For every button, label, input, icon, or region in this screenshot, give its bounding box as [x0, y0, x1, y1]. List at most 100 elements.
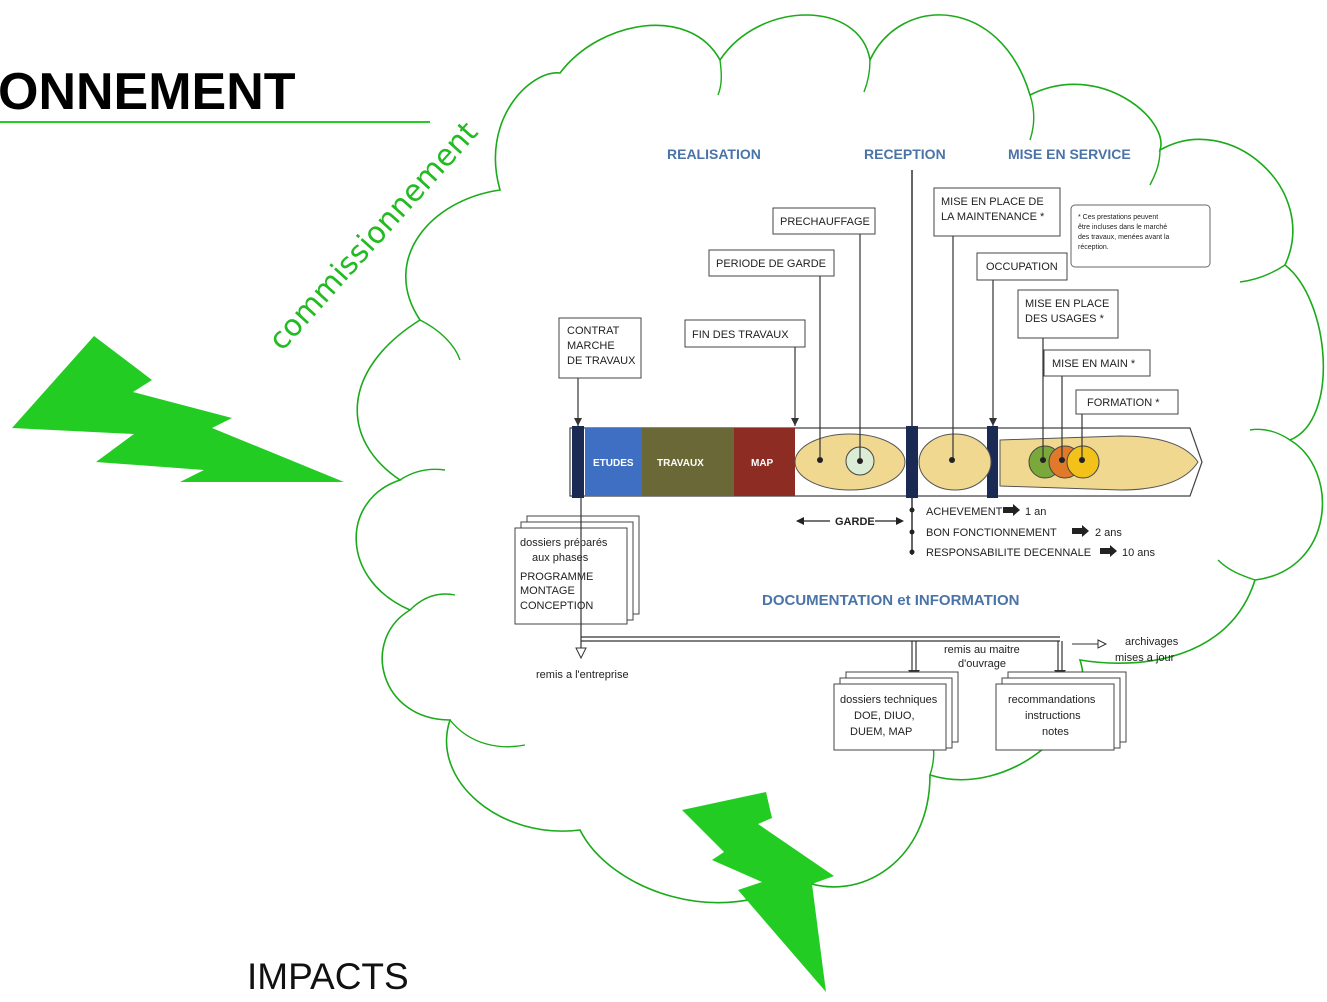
- dossiers-prepares-line: MONTAGE: [520, 585, 575, 597]
- dot: [1079, 457, 1085, 463]
- ellipse-maintenance: [918, 433, 992, 491]
- header-mise-en-service: MISE EN SERVICE: [1008, 146, 1131, 162]
- phase-travaux-label: TRAVAUX: [657, 458, 704, 469]
- arrow-icon: [1100, 545, 1117, 557]
- cloud-bump: [399, 468, 446, 481]
- box-usages: [1017, 289, 1119, 339]
- box-fin-travaux-label: FIN DES TRAVAUX: [692, 329, 789, 341]
- dossiers-prepares-line: aux phases: [532, 552, 589, 564]
- guarantee-duration: 1 an: [1025, 506, 1046, 518]
- dot: [1040, 457, 1046, 463]
- box-prechauffage-label: PRECHAUFFAGE: [780, 216, 870, 228]
- archivages-line: archivages: [1125, 636, 1179, 648]
- dossiers-prepares-line: CONCEPTION: [520, 600, 593, 612]
- remis-entreprise-label: remis a l'entreprise: [536, 669, 629, 681]
- dossiers-techniques-line: dossiers techniques: [840, 694, 938, 706]
- footer-impacts: IMPACTS: [247, 956, 409, 997]
- box-maintenance: [933, 187, 1061, 237]
- dot: [909, 529, 915, 535]
- arrow-head: [796, 517, 804, 525]
- garde-label: GARDE: [835, 516, 875, 528]
- lightning-bolt-bottom-icon: [682, 792, 834, 992]
- box-formation-label: FORMATION *: [1087, 397, 1160, 409]
- box-mise-en-main: [1043, 349, 1151, 377]
- note-line: * Ces prestations peuvent: [1078, 214, 1158, 221]
- lightning-bolt-left-icon: [12, 336, 344, 482]
- dot: [1059, 457, 1065, 463]
- dossiers-techniques-line: DOE, DIUO,: [854, 710, 915, 722]
- cloud-bump: [717, 59, 723, 96]
- note-line: des travaux, menées avant la: [1078, 234, 1170, 241]
- cloud-bump: [1029, 94, 1035, 141]
- box-usages-line: DES USAGES *: [1025, 313, 1105, 325]
- guarantee-duration: 2 ans: [1095, 527, 1122, 539]
- dot: [817, 457, 823, 463]
- guarantee-duration: 10 ans: [1122, 547, 1156, 559]
- header-realisation: REALISATION: [667, 146, 761, 162]
- box-mise-en-main-label: MISE EN MAIN *: [1052, 358, 1136, 370]
- cloud-bump: [419, 319, 461, 361]
- marker-contrat: [572, 426, 584, 498]
- guarantee-label: ACHEVEMENT: [926, 506, 1003, 518]
- arrow-head: [1097, 639, 1108, 649]
- box-dossiers-prepares: [514, 527, 628, 625]
- commissioning-timeline-diagram: REALISATION RECEPTION MISE EN SERVICE ET…: [514, 146, 1211, 751]
- cloud-bump: [1249, 428, 1291, 441]
- recommandations-line: notes: [1042, 726, 1069, 738]
- recommandations-line: instructions: [1025, 710, 1081, 722]
- box-periode-garde-label: PERIODE DE GARDE: [716, 258, 826, 270]
- dot: [949, 457, 955, 463]
- phase-etudes-label: ETUDES: [593, 458, 634, 469]
- phase-etudes: [585, 428, 642, 496]
- note-line: être incluses dans le marché: [1078, 224, 1167, 231]
- slide-title: ONNEMENT: [0, 63, 296, 121]
- arrow-head: [896, 517, 904, 525]
- marker-reception: [906, 426, 918, 498]
- phase-travaux: [642, 428, 734, 496]
- box-occupation-label: OCCUPATION: [986, 261, 1058, 273]
- cloud-bump: [449, 719, 526, 748]
- remis-maitre-line: remis au maitre: [944, 644, 1020, 656]
- guarantee-label: RESPONSABILITE DECENNALE: [926, 547, 1091, 559]
- marker-occupation: [987, 426, 998, 498]
- header-reception: RECEPTION: [864, 146, 946, 162]
- box-fin-travaux: [684, 319, 806, 348]
- dot: [909, 507, 915, 513]
- cloud-bump: [1239, 264, 1286, 283]
- phase-map-label: MAP: [751, 458, 774, 469]
- box-contrat-line: MARCHE: [567, 340, 615, 352]
- dossiers-prepares-line: dossiers préparés: [520, 537, 608, 549]
- remis-maitre-line: d'ouvrage: [958, 658, 1006, 670]
- box-occupation: [976, 252, 1068, 281]
- archivages-line: mises a jour: [1115, 652, 1175, 664]
- arrow-icon: [1003, 504, 1020, 516]
- box-contrat: [558, 317, 642, 379]
- documentation-heading: DOCUMENTATION et INFORMATION: [762, 592, 1019, 609]
- note-line: réception.: [1078, 244, 1109, 251]
- guarantee-label: BON FONCTIONNEMENT: [926, 527, 1057, 539]
- box-maintenance-line: LA MAINTENANCE *: [941, 211, 1045, 223]
- box-recommandations: [995, 683, 1115, 751]
- box-periode-garde: [708, 249, 835, 277]
- arrow-head: [791, 418, 799, 426]
- arrow-head: [574, 418, 582, 426]
- box-usages-line: MISE EN PLACE: [1025, 298, 1109, 310]
- box-maintenance-line: MISE EN PLACE DE: [941, 196, 1044, 208]
- recommandations-line: recommandations: [1008, 694, 1096, 706]
- cloud-bump: [863, 59, 871, 93]
- arrow-head: [989, 418, 997, 426]
- phase-map: [734, 428, 795, 496]
- box-note: [1070, 204, 1211, 268]
- arrow-head: [575, 647, 587, 660]
- box-contrat-line: CONTRAT: [567, 325, 620, 337]
- box-contrat-line: DE TRAVAUX: [567, 355, 636, 367]
- box-dossiers-techniques: [833, 683, 947, 751]
- handwritten-label: commissionnement: [262, 115, 485, 357]
- cloud-bump: [1217, 559, 1256, 581]
- dossiers-prepares-line: PROGRAMME: [520, 571, 593, 583]
- leader-lines: [577, 234, 1083, 458]
- dot: [909, 549, 915, 555]
- arrow-icon: [1072, 525, 1089, 537]
- cloud-bump: [1149, 149, 1161, 186]
